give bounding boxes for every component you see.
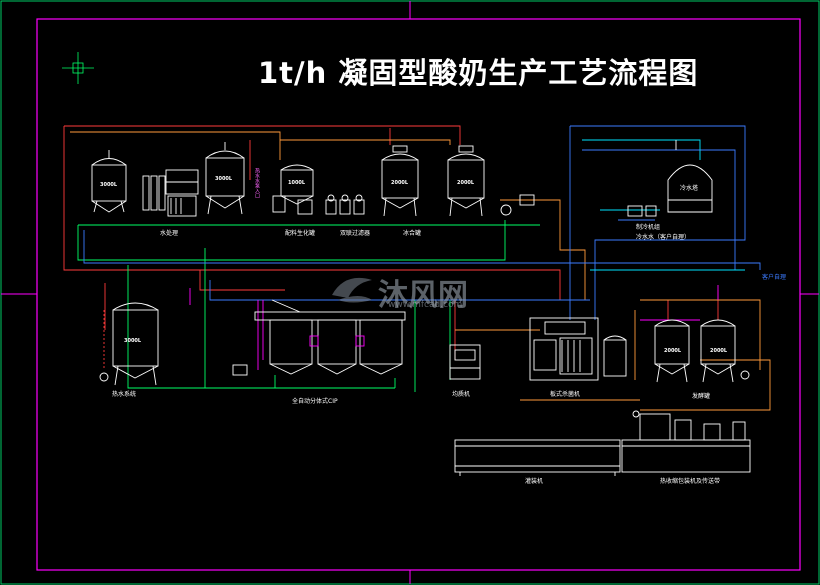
cooling-tower xyxy=(627,140,713,217)
label-cooling-tower: 冷水塔 xyxy=(680,185,699,192)
capacity-label: 2000L xyxy=(457,180,475,186)
filling-machine xyxy=(621,410,751,473)
cip-tanks xyxy=(232,299,406,376)
capacity-label: 2000L xyxy=(710,348,728,354)
label-cip: 全自动分体式CIP xyxy=(292,398,338,405)
label-filling: 灌装机 xyxy=(525,478,544,485)
homogenizer xyxy=(449,344,481,380)
mixing-tank-1 xyxy=(381,145,419,217)
label-duplex-filter: 双联过滤器 xyxy=(340,230,371,237)
page-title: 1t/h 凝固型酸奶生产工艺流程图 xyxy=(258,56,699,90)
water-tank-1 xyxy=(91,150,127,213)
green-pipes xyxy=(77,220,540,392)
mixing-tank-2 xyxy=(447,145,485,217)
blue-pipes xyxy=(83,125,761,320)
label-customer-use: 客户自理 xyxy=(762,274,787,281)
filter-units xyxy=(142,169,199,217)
cyan-pipes xyxy=(582,139,745,271)
capacity-label: 3000L xyxy=(215,176,233,182)
capacity-label: 2000L xyxy=(391,180,409,186)
ferment-tank-1 xyxy=(654,319,690,383)
label-water-treatment: 水处理 xyxy=(160,230,179,237)
label-chiller-group: 制冷机组 xyxy=(636,224,661,231)
watermark-logo-icon xyxy=(332,277,372,303)
capacity-label: 3000L xyxy=(100,182,118,188)
label-ferment-tank: 发酵罐 xyxy=(692,393,711,400)
label-homogenizer: 均质机 xyxy=(452,391,471,398)
label-heat-water: 热水系统 xyxy=(112,391,137,398)
label-packing: 热收缩包装机及传送带 xyxy=(660,478,721,485)
watermark-brand: 沐风网 xyxy=(378,278,468,313)
water-tank-2 xyxy=(205,142,245,215)
label-ice-water: 冷水水（客户自理） xyxy=(636,234,691,241)
label-batching: 配料生化罐 xyxy=(285,230,316,237)
label-mixing-tank: 冰合罐 xyxy=(403,230,422,237)
capacity-label: 3000L xyxy=(124,338,142,344)
crosshair-icon xyxy=(62,52,94,84)
red-pipes xyxy=(63,125,719,360)
equipment xyxy=(91,140,751,476)
capacity-label: 1000L xyxy=(288,180,306,186)
pump-1 xyxy=(500,194,535,216)
watermark-url: www.mfcad.com xyxy=(388,300,463,310)
heat-water-tank xyxy=(99,302,159,386)
conveyor xyxy=(454,439,621,476)
plate-sterilizer xyxy=(529,317,627,381)
label-plate-sterilizer: 板式杀菌机 xyxy=(550,391,581,398)
ferment-tank-2 xyxy=(700,319,750,383)
label-vertical-mark: 热水水泵入口 xyxy=(254,168,260,198)
batching-tank xyxy=(272,164,314,215)
capacity-label: 2000L xyxy=(664,348,682,354)
duplex-filter xyxy=(325,194,365,215)
